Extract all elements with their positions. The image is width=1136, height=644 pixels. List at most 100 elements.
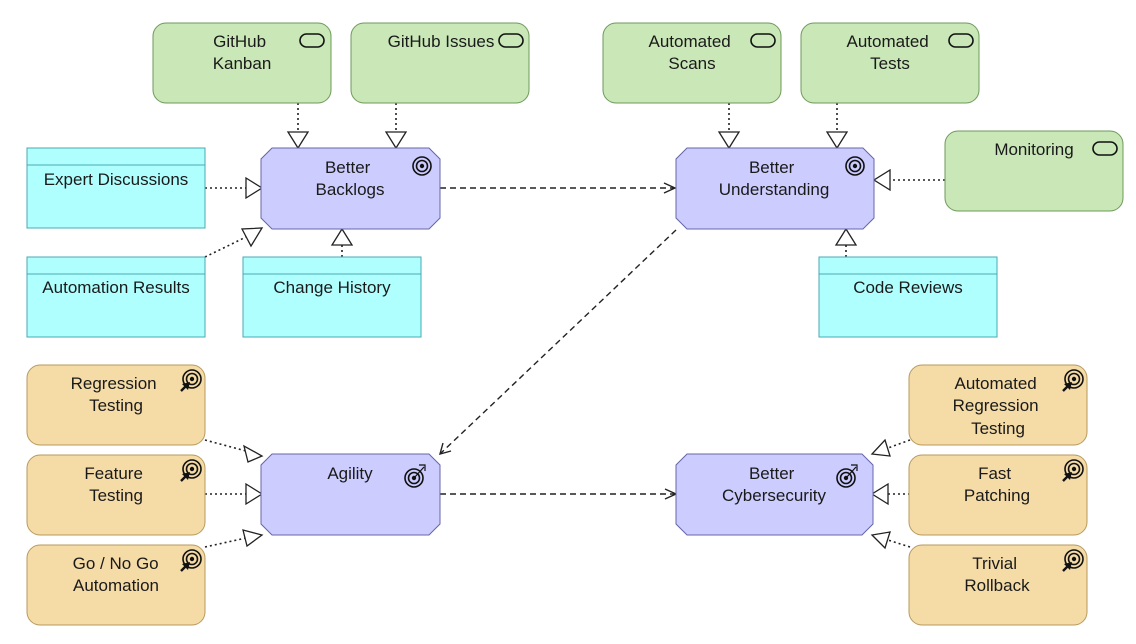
service-icon bbox=[498, 33, 524, 48]
edge-understanding-agility bbox=[440, 229, 677, 454]
svg-text:Better Cybersecurity: Better Cybersecurity bbox=[722, 464, 826, 505]
node-label-line: Expert Discussions bbox=[44, 170, 189, 189]
node-label-line: Cybersecurity bbox=[722, 486, 826, 505]
node-label-line: Better bbox=[749, 158, 795, 177]
node-go-no-go-automation[interactable]: Go / No Go Automation bbox=[26, 544, 206, 626]
node-label-line: Monitoring bbox=[994, 140, 1073, 159]
node-expert-discussions[interactable]: Expert Discussions bbox=[26, 147, 206, 229]
node-automated-scans[interactable]: Automated Scans bbox=[602, 22, 782, 104]
arrowhead-hollow bbox=[242, 529, 264, 548]
node-better-understanding[interactable]: Better Understanding bbox=[675, 147, 875, 230]
node-label-line: Trivial bbox=[972, 554, 1017, 573]
arrowhead-hollow bbox=[870, 531, 891, 550]
node-label-line: Regression bbox=[71, 374, 157, 393]
node-code-reviews[interactable]: Code Reviews bbox=[818, 256, 998, 338]
node-label-line: Testing bbox=[89, 486, 143, 505]
node-label-line: Fast bbox=[978, 464, 1011, 483]
node-label-line: Automated bbox=[955, 374, 1037, 393]
edge-rollback-cyber bbox=[887, 539, 911, 548]
node-label-line: Automated bbox=[649, 32, 731, 51]
node-label-line: Rollback bbox=[964, 576, 1030, 595]
node-label-line: Automation bbox=[73, 576, 159, 595]
svg-text:Feature Testing: Feature Testing bbox=[84, 464, 147, 505]
service-icon bbox=[750, 33, 776, 48]
service-icon bbox=[948, 33, 974, 48]
node-label-line: Patching bbox=[964, 486, 1030, 505]
arrowhead-hollow bbox=[825, 131, 849, 150]
svg-text:GitHub Kanban: GitHub Kanban bbox=[213, 32, 272, 73]
node-change-history[interactable]: Change History bbox=[242, 256, 422, 338]
connectors bbox=[204, 103, 945, 550]
node-label-line: GitHub bbox=[213, 32, 266, 51]
svg-text:Fast Patching: Fast Patching bbox=[964, 464, 1030, 505]
node-label-line: Scans bbox=[668, 54, 715, 73]
arrowhead-hollow bbox=[330, 227, 354, 246]
target-arrow-icon bbox=[180, 369, 202, 392]
node-feature-testing[interactable]: Feature Testing bbox=[26, 454, 206, 536]
node-label-line: Automated bbox=[847, 32, 929, 51]
node-label-line: GitHub Issues bbox=[388, 32, 495, 51]
svg-text:Code Reviews: Code Reviews bbox=[853, 278, 963, 297]
node-label-line: Change History bbox=[273, 278, 391, 297]
target-arrow-icon bbox=[1062, 549, 1084, 572]
target-arrow-icon bbox=[180, 549, 202, 572]
arrowhead-hollow bbox=[870, 482, 889, 506]
node-better-cybersecurity[interactable]: Better Cybersecurity bbox=[675, 453, 874, 536]
svg-text:GitHub Issues: GitHub Issues bbox=[388, 32, 495, 51]
svg-text:Automated Tests: Automated Tests bbox=[847, 32, 934, 73]
arrowhead-hollow bbox=[834, 227, 858, 246]
svg-text:Better Understanding: Better Understanding bbox=[719, 158, 830, 199]
arrowhead-hollow bbox=[245, 176, 264, 200]
node-label-line: Code Reviews bbox=[853, 278, 963, 297]
node-label-line: Testing bbox=[89, 396, 143, 415]
node-better-backlogs[interactable]: Better Backlogs bbox=[260, 147, 441, 230]
svg-text:Go / No Go Automation: Go / No Go Automation bbox=[73, 554, 164, 595]
edge-automation-results-backlogs bbox=[204, 236, 247, 258]
target-arrow-icon bbox=[836, 464, 858, 488]
arrowhead-hollow bbox=[717, 131, 741, 150]
node-github-kanban[interactable]: GitHub Kanban bbox=[152, 22, 332, 104]
svg-text:Automated Scans: Automated Scans bbox=[649, 32, 736, 73]
svg-text:Better Backlogs: Better Backlogs bbox=[316, 158, 385, 199]
arrowhead-hollow bbox=[243, 444, 264, 463]
target-arrow-icon bbox=[1062, 369, 1084, 392]
edge-regression-agility bbox=[204, 439, 247, 452]
svg-text:Automated Regression: Automated Regression Testing bbox=[953, 374, 1044, 438]
node-label-line: Tests bbox=[870, 54, 910, 73]
svg-text:Monitoring: Monitoring bbox=[994, 140, 1073, 159]
svg-text:Regression Testing: Regression Testing bbox=[71, 374, 162, 415]
svg-text:Expert Discussions: Expert Discussions bbox=[44, 170, 189, 189]
node-github-issues[interactable]: GitHub Issues bbox=[350, 22, 530, 104]
target-arrow-icon bbox=[180, 459, 202, 482]
node-trivial-rollback[interactable]: Trivial Rollback bbox=[908, 544, 1088, 626]
target-icon bbox=[412, 156, 432, 176]
arrowhead-hollow bbox=[286, 131, 310, 150]
node-monitoring[interactable]: Monitoring bbox=[944, 130, 1124, 212]
target-arrow-icon bbox=[404, 464, 426, 488]
arrowhead-hollow bbox=[384, 131, 408, 150]
node-label-line: Automation Results bbox=[42, 278, 189, 297]
node-label-line: Understanding bbox=[719, 180, 830, 199]
node-label-line: Agility bbox=[327, 464, 373, 483]
node-agility[interactable]: Agility bbox=[260, 453, 441, 536]
node-automated-regression-testing[interactable]: Automated Regression Testing bbox=[908, 364, 1088, 446]
arrowhead-hollow bbox=[872, 168, 891, 192]
svg-text:Agility: Agility bbox=[327, 464, 373, 483]
node-automated-tests[interactable]: Automated Tests bbox=[800, 22, 980, 104]
edge-gonogo-agility bbox=[204, 537, 247, 548]
node-label-line: Feature bbox=[84, 464, 143, 483]
node-automation-results[interactable]: Automation Results bbox=[26, 256, 206, 338]
arrowhead-hollow bbox=[245, 482, 264, 506]
edge-auto-regression-cyber bbox=[887, 439, 911, 449]
svg-text:Change History: Change History bbox=[273, 278, 391, 297]
arrowhead-open bbox=[663, 182, 677, 194]
node-fast-patching[interactable]: Fast Patching bbox=[908, 454, 1088, 536]
service-icon bbox=[299, 33, 325, 48]
node-label-line: Better bbox=[325, 158, 371, 177]
arrowhead-hollow bbox=[870, 438, 891, 457]
arrowhead-hollow bbox=[240, 227, 264, 248]
node-regression-testing[interactable]: Regression Testing bbox=[26, 364, 206, 446]
node-label-line: Testing bbox=[971, 419, 1025, 438]
node-label-line: Better bbox=[749, 464, 795, 483]
